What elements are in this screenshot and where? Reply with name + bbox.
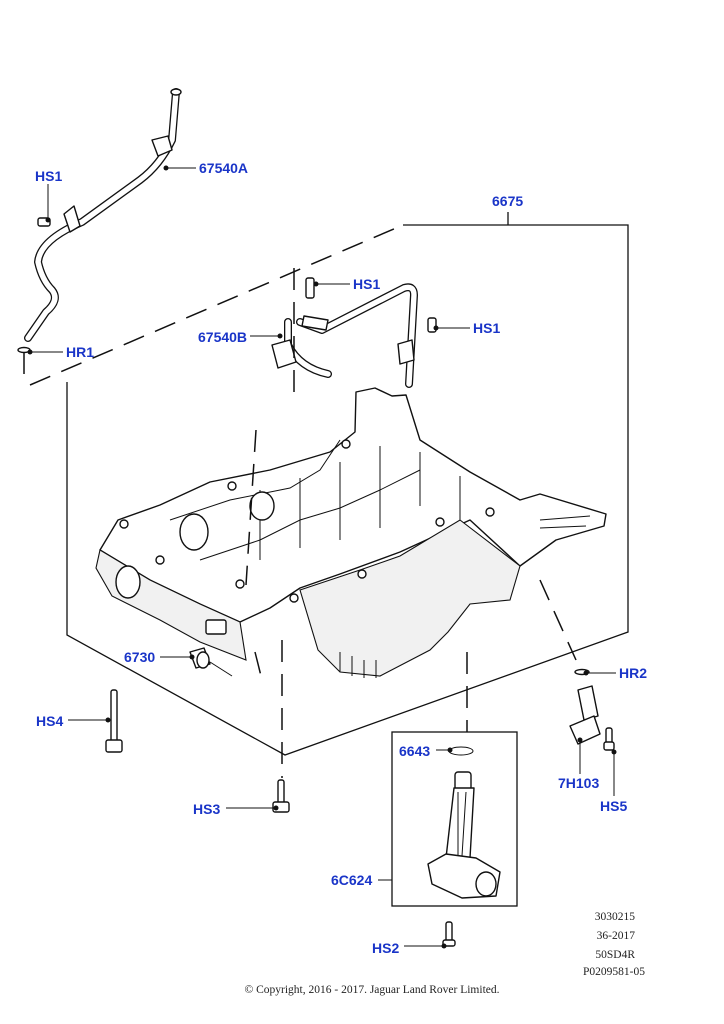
label-6c624: 6C624	[331, 872, 372, 888]
label-hs1-right: HS1	[473, 320, 500, 336]
label-67540a: 67540A	[199, 160, 248, 176]
label-hr2: HR2	[619, 665, 647, 681]
label-6675: 6675	[492, 193, 523, 209]
label-6730: 6730	[124, 649, 155, 665]
ref-code-2: 36-2017	[597, 930, 636, 942]
ref-code-3: 50SD4R	[595, 949, 635, 961]
bolt-hs4	[105, 689, 123, 753]
sensor-7h103	[569, 668, 615, 751]
dipstick-tube-67540b	[271, 277, 437, 388]
drain-plug-6730	[189, 647, 233, 677]
dipstick-tube-67540a	[17, 88, 182, 354]
label-hr1: HR1	[66, 344, 94, 360]
label-hs2: HS2	[372, 940, 399, 956]
label-67540b: 67540B	[198, 329, 247, 345]
leader-lines	[27, 165, 617, 949]
label-hs1-left: HS1	[35, 168, 62, 184]
label-hs3: HS3	[193, 801, 220, 817]
ref-code-4: P0209581-05	[583, 966, 645, 978]
ref-code-1: 3030215	[595, 911, 636, 923]
label-hs4: HS4	[36, 713, 63, 729]
label-6643: 6643	[399, 743, 430, 759]
oil-level-sensor-box	[391, 731, 518, 947]
assembly-outline-6675	[29, 212, 629, 756]
label-hs1-top: HS1	[353, 276, 380, 292]
oil-pan-body	[95, 387, 607, 678]
label-hs5: HS5	[600, 798, 627, 814]
bolt-hs3	[272, 779, 290, 813]
label-7h103: 7H103	[558, 775, 599, 791]
copyright-text: © Copyright, 2016 - 2017. Jaguar Land Ro…	[245, 984, 500, 996]
assembly-dash-lines	[23, 268, 577, 778]
